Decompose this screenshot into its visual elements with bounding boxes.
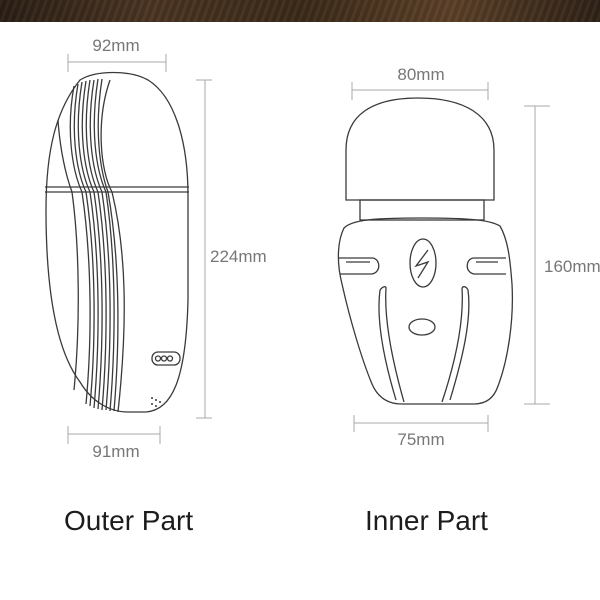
inner-bottom-width-label: 75mm: [397, 430, 444, 449]
inner-part-drawing: [337, 97, 514, 405]
outer-bottom-width-label: 91mm: [92, 442, 139, 461]
inner-part-caption: Inner Part: [365, 505, 488, 536]
outer-top-width-label: 92mm: [92, 36, 139, 55]
inner-dimension-lines: [351, 82, 550, 432]
top-banner: [0, 0, 600, 22]
inner-height-label: 160mm: [544, 257, 600, 276]
outer-part-caption: Outer Part: [64, 505, 194, 536]
outer-part-drawing: [45, 71, 189, 413]
outer-height-label: 224mm: [210, 247, 267, 266]
outer-dimension-lines: [67, 54, 212, 444]
inner-top-width-label: 80mm: [397, 65, 444, 84]
